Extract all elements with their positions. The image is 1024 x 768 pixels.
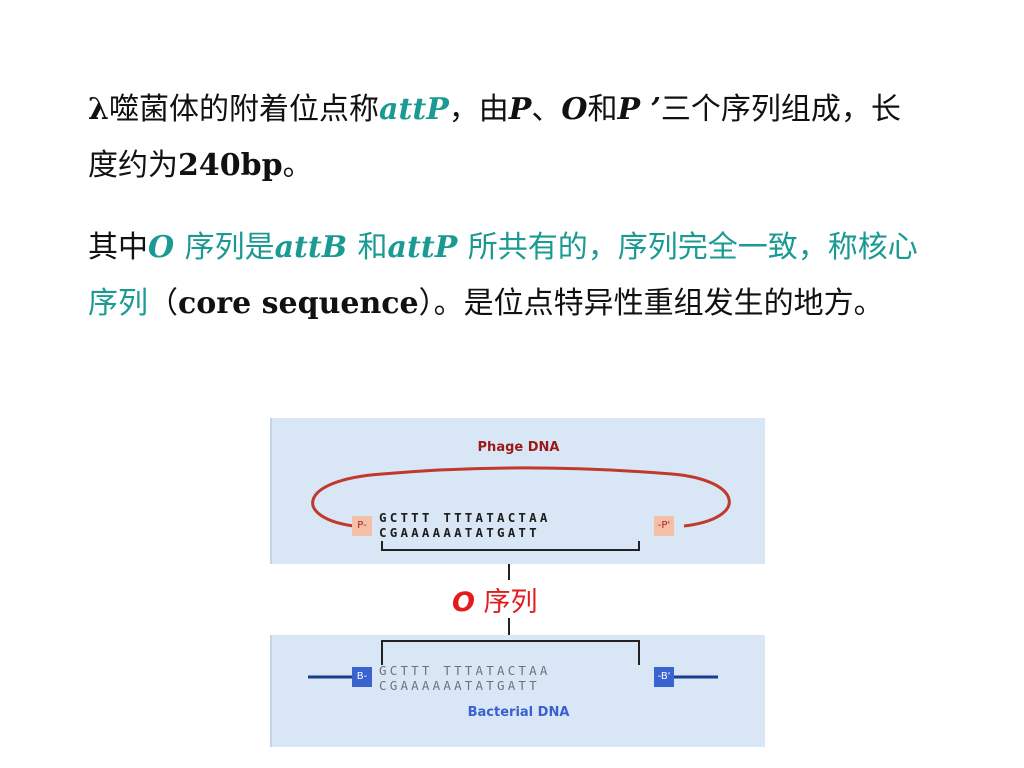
core-sequence-term: core sequence [178,286,419,321]
phage-dna-title: Phage DNA [477,440,560,455]
phage-p-prime-box: -P' [654,516,674,536]
paren-close: ） [418,286,434,321]
lambda-symbol: λ [88,92,110,127]
bacterial-b-box: B- [352,667,372,687]
attB-term: attB [274,230,358,265]
para1-text-3: 、 [531,92,562,127]
para1-text-4: 和 [587,92,618,127]
para2-text-4: 所共有的，序列完全一致，称核心序列 [88,230,918,321]
bacterial-bottom-sequence: CGAAAAAATATGATT [379,678,540,693]
o-letter: O [452,587,475,618]
phage-loop [311,466,731,551]
bacterial-b-prime-box: -B' [654,667,674,687]
para1-text-6: 。 [282,148,313,183]
para1-text-1: 噬菌体的附着位点称 [109,92,380,127]
bacterial-o-bracket [381,640,640,665]
phage-bottom-sequence: CGAAAAAATATGATT [379,525,540,540]
para2-text-3: 和 [357,230,388,265]
para1-text-2: ，由 [448,92,509,127]
P-prime-term: P ’ [617,92,661,127]
bacterial-top-sequence: GCTTT TTTATACTAA [379,663,551,678]
bacterial-dna-title: Bacterial DNA [467,705,570,720]
O-term: O [561,92,588,127]
paren-open: （ [148,286,178,321]
para2-text-5: 。是位点特异性重组发生的地方。 [433,286,884,321]
para1-text-5: 三个序列组成，长度约为 [88,92,901,183]
phage-dna-panel: Phage DNA P- GCTTT TTTATACTAA CGAAAAAATA… [270,418,765,564]
O-term: O [148,230,185,265]
bacterial-dna-panel: B- GCTTT TTTATACTAA CGAAAAAATATGATT -B' … [270,635,765,747]
paragraph-att-site: λ噬菌体的附着位点称attP，由P、O和P ’三个序列组成，长度约为240bp。 [88,82,928,194]
phage-p-box: P- [352,516,372,536]
o-sequence-label: O 序列 [452,580,538,619]
para2-text-2: 序列是 [184,230,275,265]
attP-term: attP [387,230,468,265]
bacterial-lines [308,640,718,679]
paragraph-core-sequence: 其中O 序列是attB 和attP 所共有的，序列完全一致，称核心序列（core… [88,220,928,332]
attP-term: attP [379,92,449,127]
phage-o-bracket [381,541,640,551]
phage-top-sequence: GCTTT TTTATACTAA [379,510,551,525]
length-value: 240bp [178,148,283,183]
o-label-text: 序列 [474,587,538,618]
phage-loop-arc [311,466,731,528]
para2-text-1: 其中 [88,230,148,265]
P-term: P [508,92,532,127]
